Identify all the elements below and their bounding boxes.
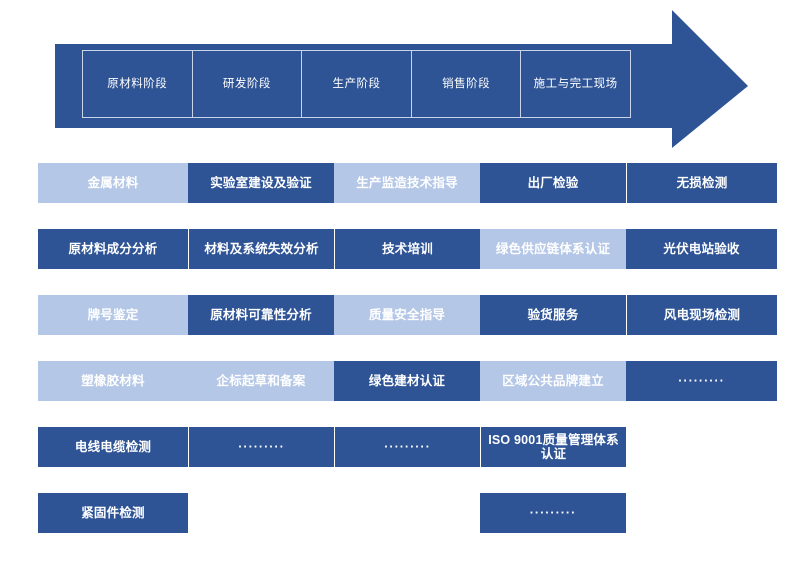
service-cell-label: 验货服务 [527,307,579,322]
service-cell-label: 企标起草和备案 [216,373,306,388]
service-cell[interactable]: ········· [188,427,334,467]
service-cell[interactable]: ········· [626,361,777,401]
service-cell[interactable]: 无损检测 [626,163,777,203]
stage-box-raw-material[interactable]: 原材料阶段 [83,51,193,117]
service-cell-label: ········· [238,439,285,454]
service-cell[interactable]: 绿色建材认证 [334,361,480,401]
service-cell[interactable]: 原材料可靠性分析 [188,295,334,335]
service-cell-label: 绿色供应链体系认证 [495,241,611,256]
service-cell[interactable]: 生产监造技术指导 [334,163,480,203]
service-cell-label: 牌号鉴定 [87,307,139,322]
service-cell-label: 区域公共品牌建立 [502,373,604,388]
stage-label: 生产阶段 [332,77,381,90]
service-cell[interactable]: 材料及系统失效分析 [188,229,334,269]
service-matrix: 金属材料 实验室建设及验证 生产监造技术指导 出厂检验 无损检测原材料成分分析 材料及系统… [0,160,803,556]
stage-label: 研发阶段 [222,77,271,90]
service-cell[interactable]: 牌号鉴定 [38,295,188,335]
service-cell[interactable]: 原材料成分分析 [38,229,188,269]
matrix-row: 塑橡胶材料 企标起草和备案 绿色建材认证 区域公共品牌建立 ········· [0,358,803,424]
service-cell[interactable]: ········· [334,427,480,467]
service-cell-label: 材料及系统失效分析 [204,241,319,256]
matrix-row: 电线电缆检测 ········· ········· ISO 9001质量管理体系认证 [0,424,803,490]
service-cell-label: 金属材料 [87,175,139,190]
service-cell-label: 生产监造技术指导 [356,175,458,190]
service-cell-label: 原材料成分分析 [68,241,158,256]
process-flow-arrow: 原材料阶段 研发阶段 生产阶段 销售阶段 施工与完工现场 [0,0,803,160]
stage-label: 销售阶段 [442,77,491,90]
stage-box-construction[interactable]: 施工与完工现场 [521,51,630,117]
service-cell[interactable]: 塑橡胶材料 [38,361,188,401]
service-cell-label: 原材料可靠性分析 [210,307,312,322]
stage-box-rd[interactable]: 研发阶段 [193,51,303,117]
service-cell-label: 风电现场检测 [663,307,741,322]
service-cell[interactable]: 金属材料 [38,163,188,203]
service-cell-label: 紧固件检测 [81,505,145,520]
stage-box-production[interactable]: 生产阶段 [302,51,412,117]
service-cell[interactable]: 实验室建设及验证 [188,163,334,203]
service-cell-label: ········· [529,505,577,520]
service-cell[interactable]: 紧固件检测 [38,493,188,533]
service-cell-label: ········· [678,373,725,388]
service-cell-label: 电线电缆检测 [74,439,152,454]
service-cell[interactable]: 风电现场检测 [626,295,777,335]
service-cell[interactable]: 光伏电站验收 [626,229,777,269]
stage-label: 原材料阶段 [107,77,168,90]
service-cell[interactable]: 企标起草和备案 [188,361,334,401]
service-cell[interactable]: ········· [480,493,626,533]
service-cell-label: 出厂检验 [527,175,579,190]
service-cell[interactable]: 绿色供应链体系认证 [480,229,626,269]
service-cell-label: 绿色建材认证 [368,373,446,388]
service-cell-label: ········· [384,439,431,454]
service-cell[interactable]: 技术培训 [334,229,480,269]
matrix-row: 紧固件检测 ········· [0,490,803,556]
service-cell[interactable]: 出厂检验 [480,163,626,203]
service-cell-label: 塑橡胶材料 [81,373,145,388]
service-cell[interactable]: 验货服务 [480,295,626,335]
stage-box-group: 原材料阶段 研发阶段 生产阶段 销售阶段 施工与完工现场 [82,50,631,118]
matrix-row: 原材料成分分析 材料及系统失效分析 技术培训 绿色供应链体系认证 光伏电站验收 [0,226,803,292]
service-cell[interactable]: 电线电缆检测 [38,427,188,467]
service-cell-label: ISO 9001质量管理体系认证 [488,432,619,461]
service-cell-label: 实验室建设及验证 [210,175,312,190]
service-cell[interactable]: 区域公共品牌建立 [480,361,626,401]
service-cell[interactable]: ISO 9001质量管理体系认证 [480,427,626,467]
matrix-row: 牌号鉴定 原材料可靠性分析 质量安全指导 验货服务 风电现场检测 [0,292,803,358]
service-cell-label: 光伏电站验收 [663,241,740,256]
matrix-row: 金属材料 实验室建设及验证 生产监造技术指导 出厂检验 无损检测 [0,160,803,226]
stage-box-sales[interactable]: 销售阶段 [412,51,522,117]
service-cell-label: 质量安全指导 [368,307,446,322]
stage-label: 施工与完工现场 [533,77,618,90]
service-cell-label: 无损检测 [676,175,728,190]
service-cell-label: 技术培训 [382,241,433,256]
arrow-shape-icon [55,10,748,148]
service-cell[interactable]: 质量安全指导 [334,295,480,335]
